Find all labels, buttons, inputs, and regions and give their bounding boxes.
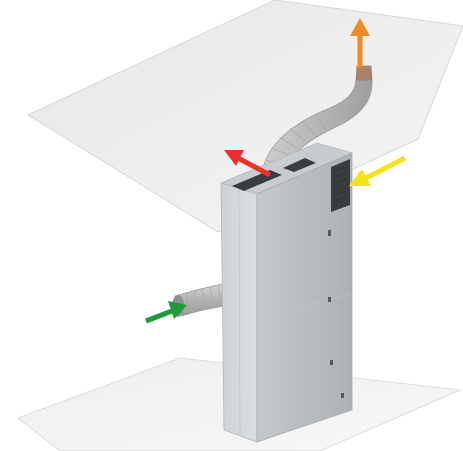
- extract-grille: [331, 159, 350, 212]
- ventilation-unit: [221, 143, 352, 442]
- fresh-air-in-arrow: [146, 301, 187, 321]
- fresh-air-duct: [172, 283, 230, 317]
